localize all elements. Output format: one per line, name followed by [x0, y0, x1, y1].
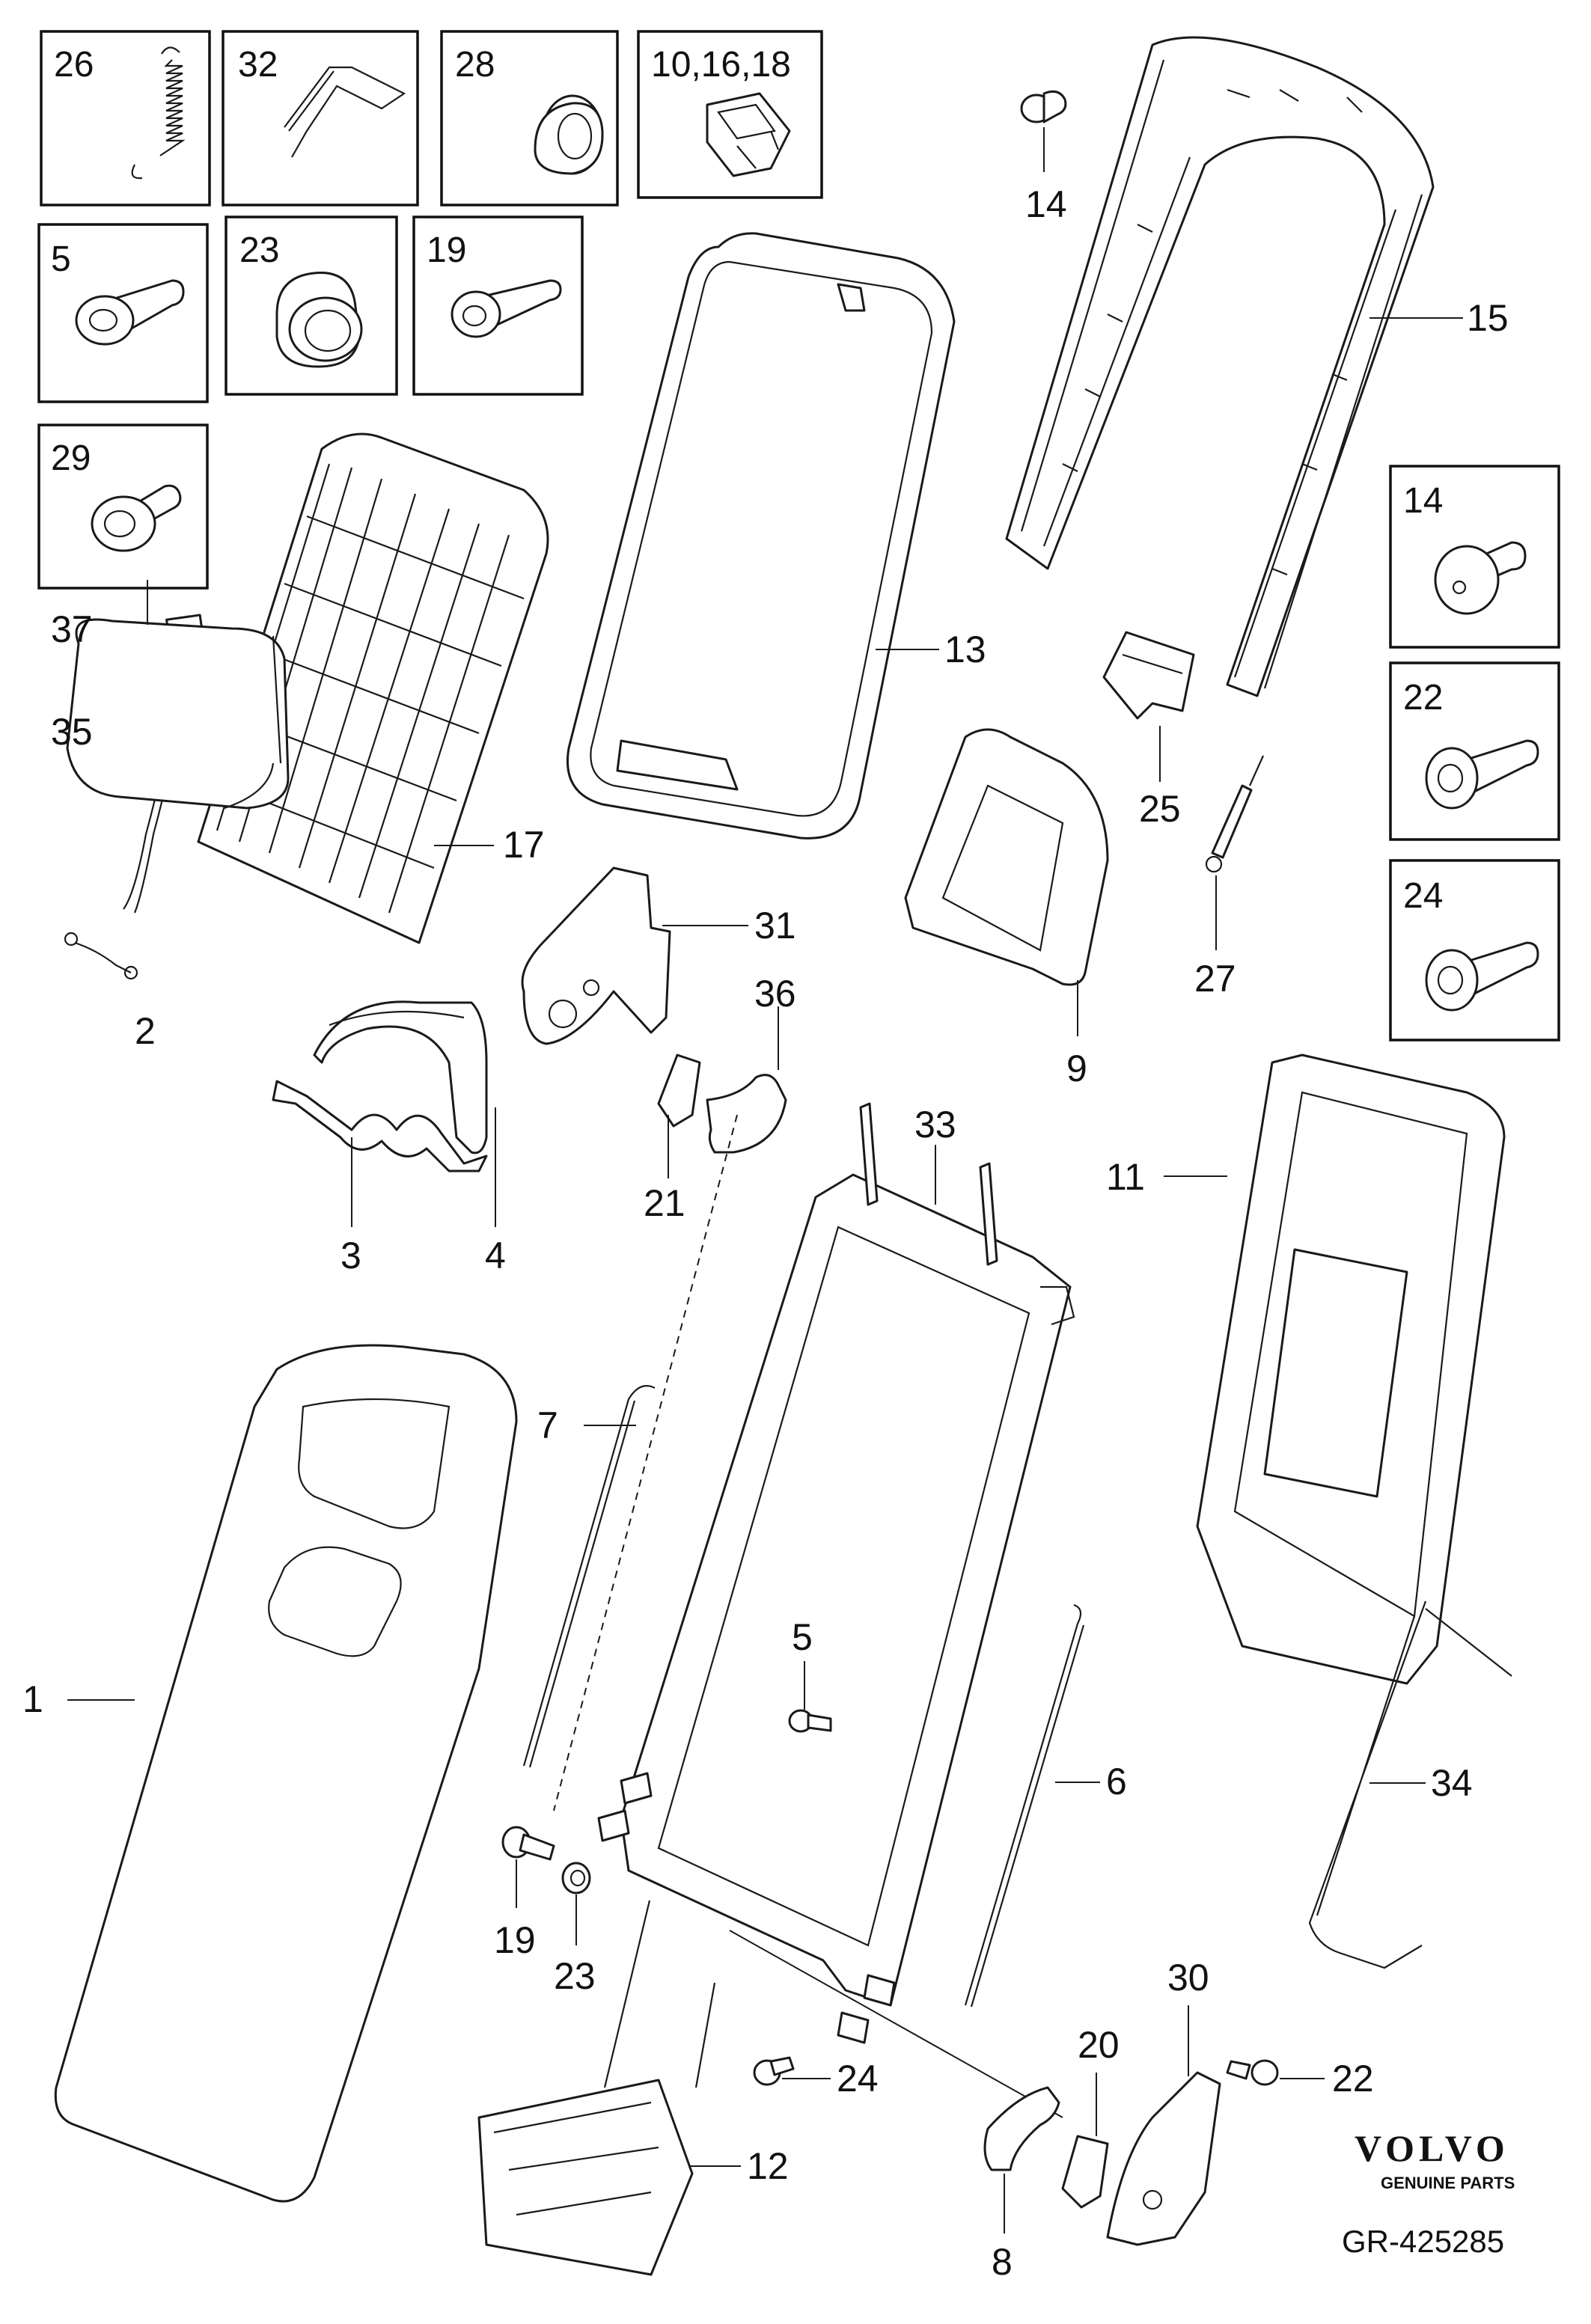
part-24-bolt	[753, 2056, 795, 2086]
callout-34: 34	[1431, 1762, 1473, 1804]
inset-box-28: 28	[440, 30, 619, 207]
bushing-part	[534, 94, 604, 175]
part-22-bolt	[1226, 2059, 1279, 2086]
part-5-bolt	[788, 1709, 832, 1733]
callout-36: 36	[754, 973, 796, 1015]
callout-4: 4	[485, 1235, 506, 1276]
part-34-wire	[1308, 1600, 1512, 1969]
part-19-bolt	[501, 1826, 555, 1861]
inset-label-10-16-18: 10,16,18	[651, 45, 791, 85]
part-36-cover	[706, 1074, 787, 1154]
inset-box-19: 19	[412, 215, 584, 396]
cap-part-14	[1434, 541, 1527, 615]
assembly-line-bottom	[729, 1930, 1063, 2118]
inset-box-24: 24	[1389, 859, 1560, 1042]
callout-33: 33	[914, 1104, 956, 1146]
callout-35: 35	[51, 711, 93, 753]
part-30-bracket	[1106, 2071, 1221, 2246]
part-6-rod	[964, 1603, 1085, 2007]
inset-label-26: 26	[54, 45, 94, 85]
spring-part	[131, 46, 186, 180]
brand-logo-text: VOLVO	[1355, 2127, 1509, 2169]
callout-23: 23	[554, 1955, 596, 1997]
bushing-part-23	[275, 272, 363, 368]
part-17-back-panel	[197, 432, 549, 944]
callout-9: 9	[1066, 1048, 1087, 1089]
callout-19: 19	[494, 1919, 536, 1961]
wire-clip-part	[284, 66, 406, 158]
assembly-line-left	[553, 1114, 738, 1811]
part-2-headrest	[66, 618, 290, 810]
inset-label-32: 32	[238, 45, 278, 85]
inset-label-29: 29	[51, 438, 91, 478]
callout-20: 20	[1078, 2024, 1120, 2066]
inset-label-23: 23	[239, 230, 279, 270]
inset-box-22: 22	[1389, 661, 1560, 841]
callout-12: 12	[747, 2145, 789, 2187]
callout-27: 27	[1194, 958, 1236, 1000]
callout-11: 11	[1106, 1156, 1145, 1198]
inset-label-19: 19	[427, 230, 466, 270]
callout-14: 14	[1025, 183, 1067, 225]
part-15-trim	[1005, 36, 1435, 697]
inset-box-10-16-18: 10,16,18	[637, 30, 823, 199]
inset-label-14: 14	[1403, 481, 1443, 521]
brand-subtitle: GENUINE PARTS	[1381, 2174, 1515, 2192]
callout-25: 25	[1139, 788, 1181, 830]
callout-24: 24	[837, 2058, 879, 2100]
part-14-cap	[1020, 90, 1067, 172]
part-12-lumbar	[477, 1900, 716, 2276]
inset-label-24: 24	[1403, 876, 1443, 916]
diagram-code: GR-425285	[1342, 2224, 1504, 2259]
part-23-bushing	[561, 1862, 591, 1895]
callout-7: 7	[537, 1404, 558, 1446]
callout-5: 5	[792, 1616, 813, 1658]
part-20-clip	[1061, 2135, 1109, 2209]
inset-label-28: 28	[455, 45, 495, 85]
callout-1: 1	[22, 1678, 43, 1720]
callout-6: 6	[1106, 1761, 1127, 1802]
part-27-strut	[1205, 755, 1265, 873]
callout-8: 8	[992, 2241, 1013, 2283]
inset-box-29: 29	[37, 423, 209, 590]
inset-box-26: 26	[40, 30, 211, 207]
part-25-clip	[1102, 631, 1195, 720]
callout-15: 15	[1467, 297, 1509, 339]
part-4-guide	[313, 1000, 488, 1155]
clip-part	[706, 92, 791, 177]
callout-37: 37	[51, 608, 93, 650]
callout-30: 30	[1167, 1957, 1209, 1999]
callout-3: 3	[341, 1235, 361, 1276]
inset-box-14: 14	[1389, 465, 1560, 649]
inset-box-32: 32	[222, 30, 419, 207]
callout-17: 17	[503, 824, 545, 866]
inset-box-23: 23	[225, 215, 398, 396]
part-31-bracket	[521, 866, 671, 1045]
callout-22: 22	[1332, 2058, 1374, 2100]
callout-13: 13	[944, 629, 986, 670]
volvo-logo: VOLVO	[1355, 2127, 1509, 2169]
bolt-part-22	[1425, 739, 1539, 810]
inset-box-5: 5	[37, 223, 209, 403]
part-1-backrest-cover	[54, 1344, 518, 2203]
bolt-part-19	[451, 279, 562, 338]
bolt-part-24	[1425, 941, 1539, 1012]
part-33-frame	[597, 1102, 1075, 2044]
part-9-bracket	[904, 728, 1109, 986]
part-13-panel	[567, 232, 956, 840]
part-21-clip	[657, 1054, 701, 1128]
part-7-rod	[522, 1385, 656, 1768]
part-3-guide	[272, 1080, 488, 1172]
part-11-backplate	[1196, 1054, 1506, 1685]
callout-21: 21	[644, 1182, 685, 1224]
bolt-part-29	[91, 484, 182, 552]
callout-2: 2	[135, 1010, 156, 1052]
inset-label-22: 22	[1403, 678, 1443, 718]
bolt-part-5	[75, 279, 185, 346]
callout-31: 31	[754, 905, 796, 947]
inset-label-5: 5	[51, 239, 71, 279]
part-8-cover	[983, 2086, 1060, 2171]
